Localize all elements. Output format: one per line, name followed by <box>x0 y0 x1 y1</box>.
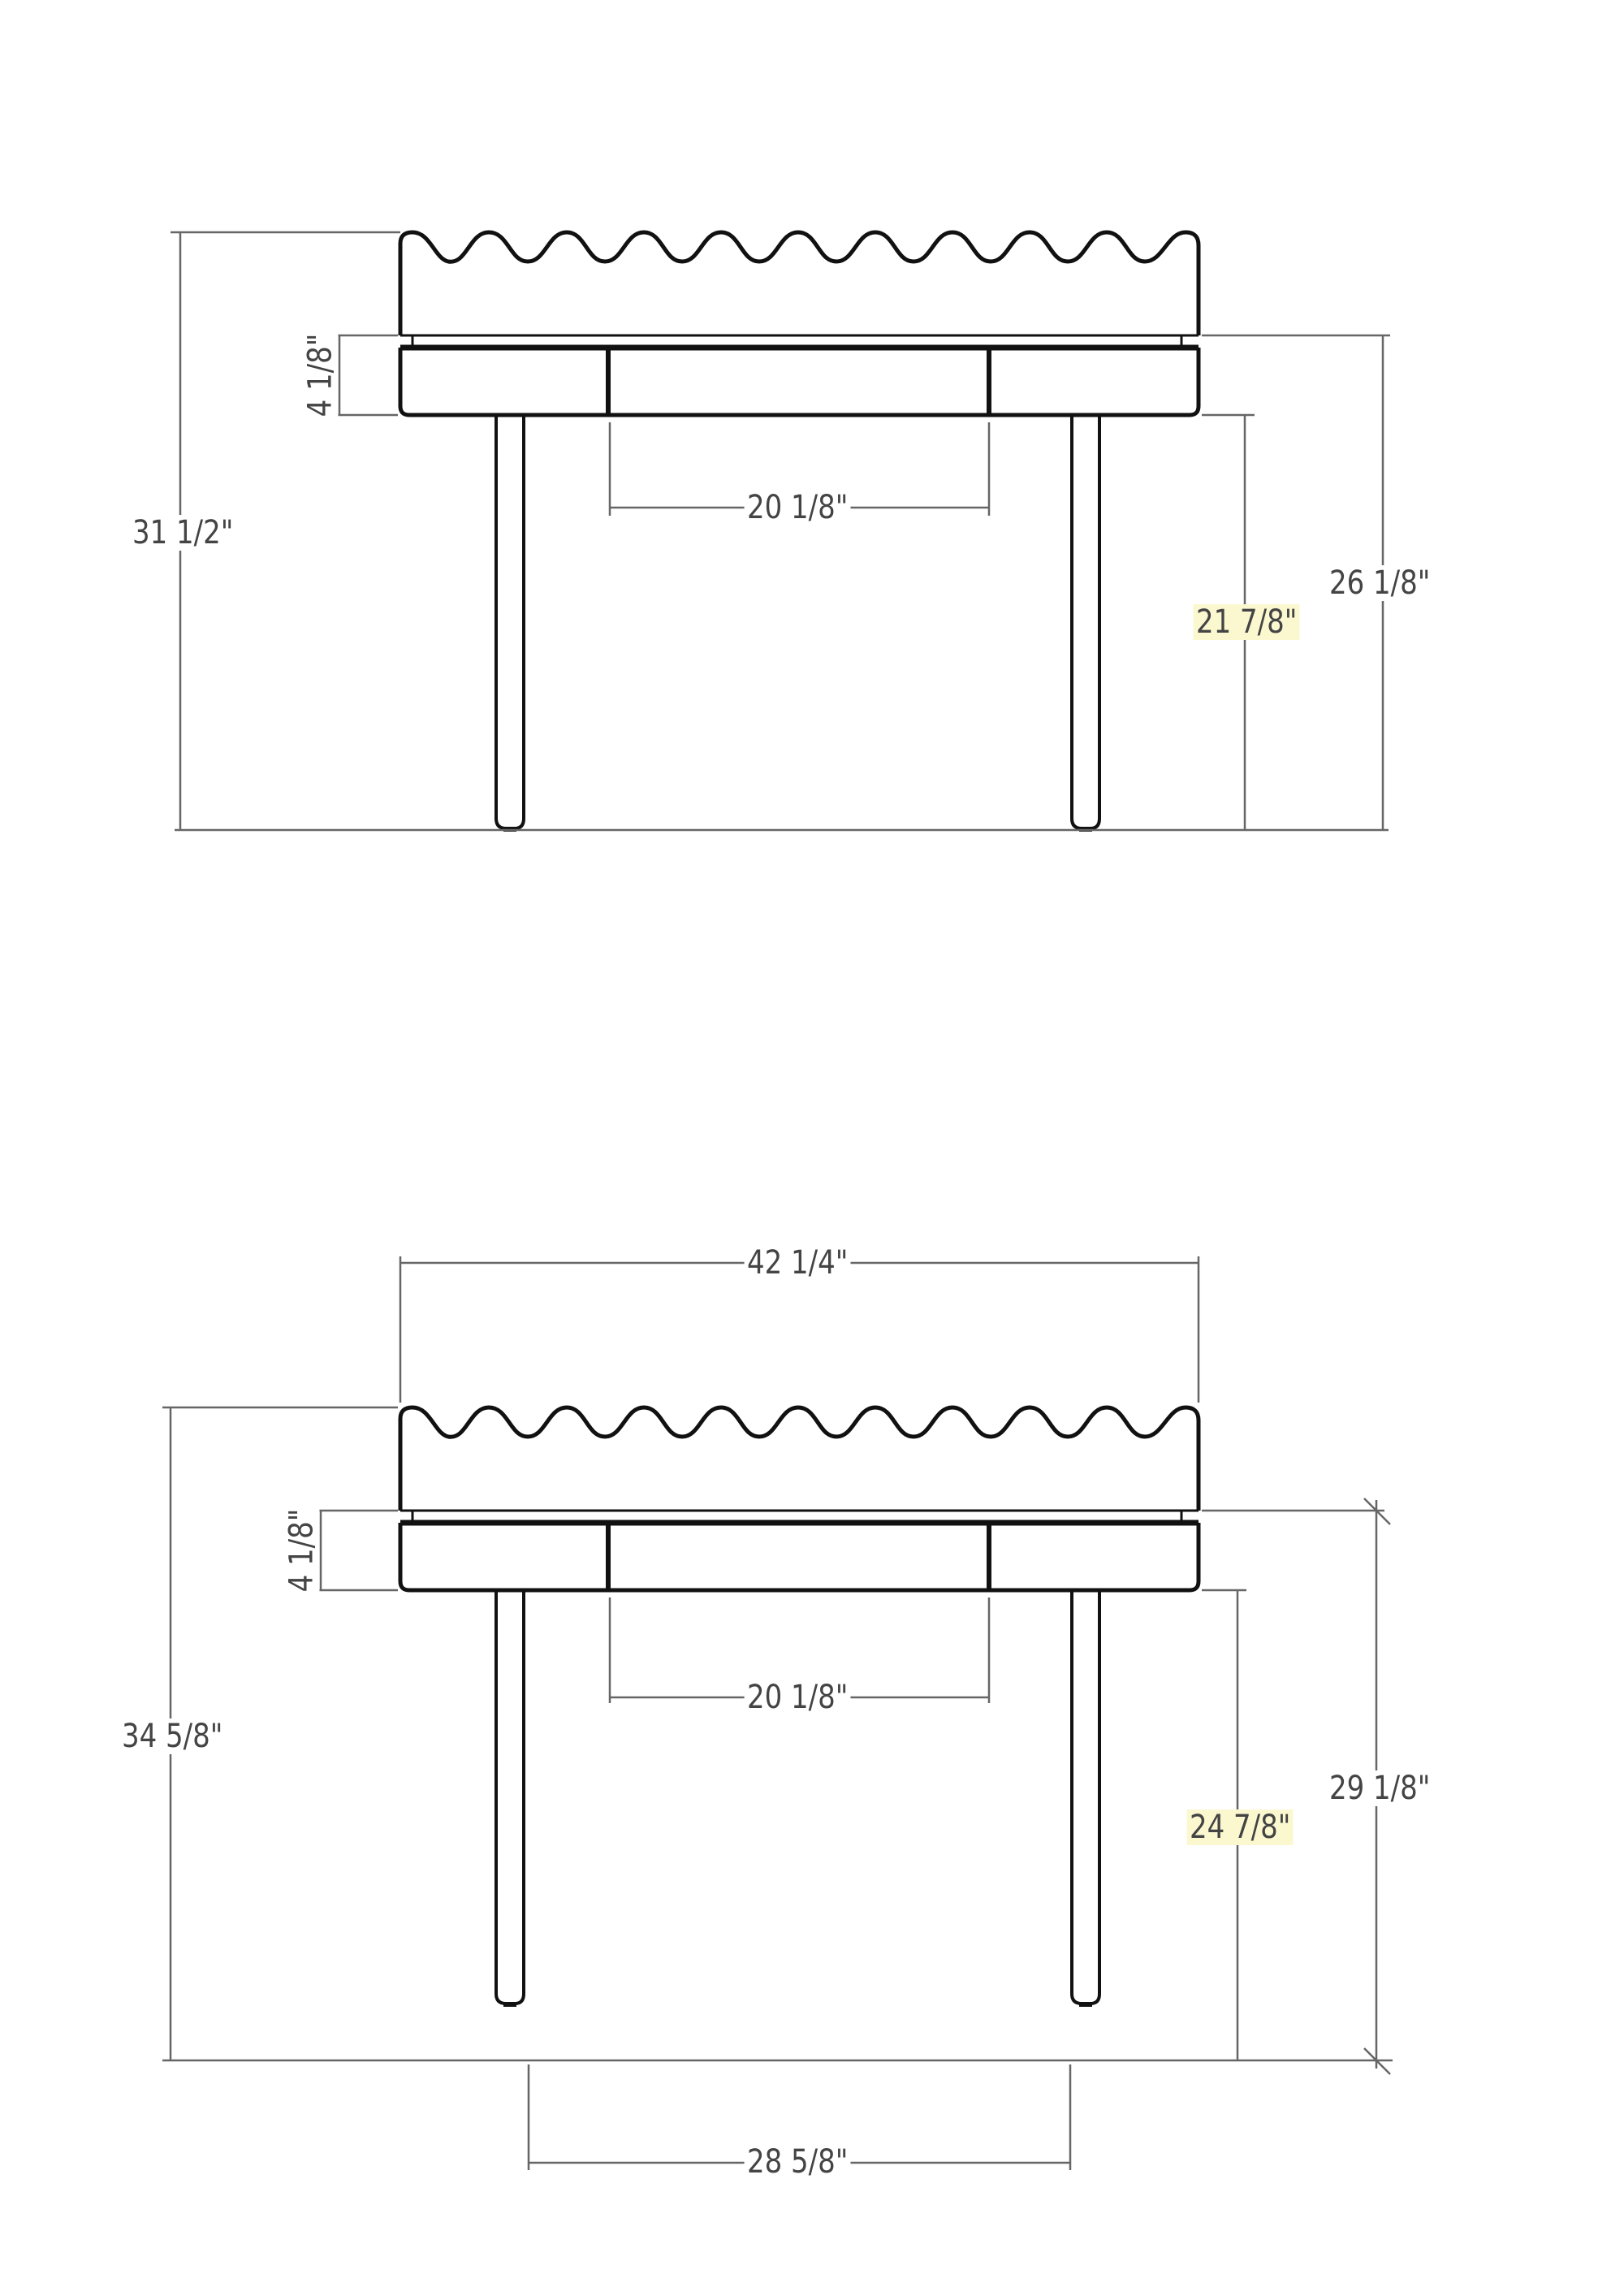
dim-leg-clearance-tall: 24 7/8" <box>1186 1809 1294 1845</box>
dim-apron-height-tall: 4 1/8" <box>283 1506 320 1595</box>
desk-drawing-standard <box>171 232 1390 830</box>
dim-leg-clearance-standard: 21 7/8" <box>1193 604 1300 640</box>
dim-desktop-height-standard: 26 1/8" <box>1326 565 1433 601</box>
dim-desktop-height-tall: 29 1/8" <box>1326 1770 1433 1806</box>
dim-drawer-width-tall: 20 1/8" <box>744 1680 851 1715</box>
dim-overall-width-tall: 42 1/4" <box>744 1245 851 1281</box>
dim-overall-height-standard: 31 1/2" <box>129 515 236 551</box>
dim-apron-height-standard: 4 1/8" <box>301 331 339 420</box>
dim-leg-spacing-tall: 28 5/8" <box>744 2144 851 2180</box>
dim-drawer-width-standard: 20 1/8" <box>744 490 851 525</box>
dim-overall-height-tall: 34 5/8" <box>119 1718 226 1754</box>
